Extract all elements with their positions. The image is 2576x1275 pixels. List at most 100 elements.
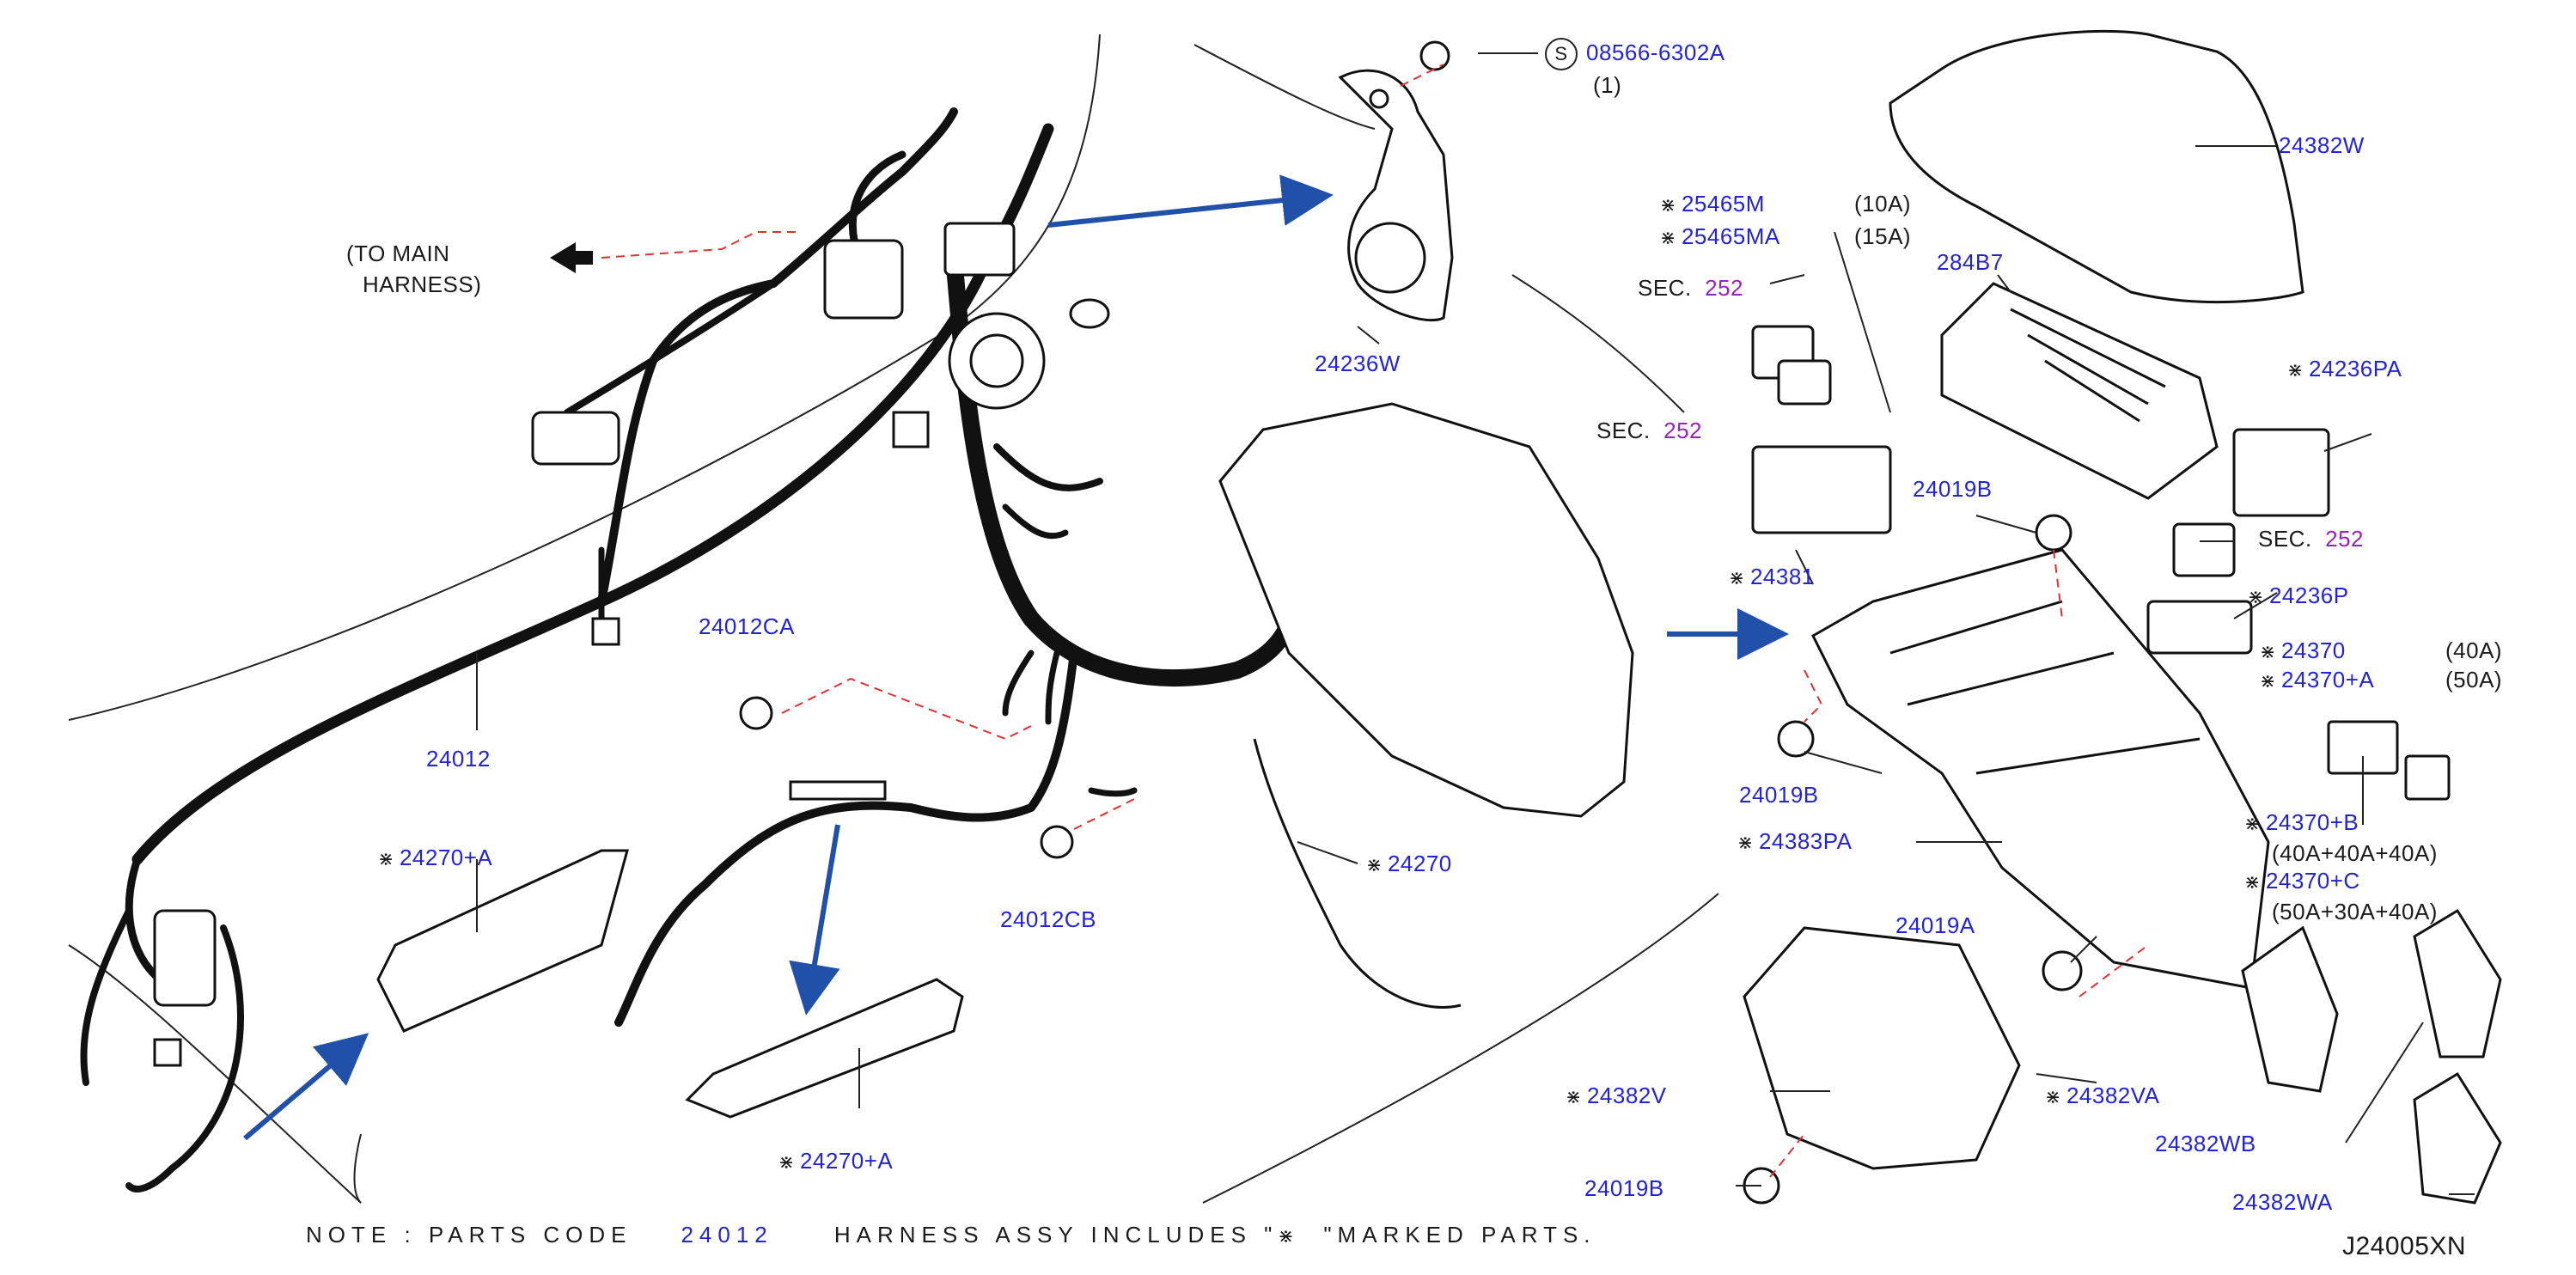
part-label-24236PA[interactable]: ⋇24236PA bbox=[2287, 357, 2402, 381]
part-label-25465MA[interactable]: ⋇25465MA bbox=[1660, 225, 1780, 248]
to-main-harness-label-line2: HARNESS) bbox=[363, 271, 482, 297]
part-number-24019A[interactable]: 24019A bbox=[1895, 912, 1975, 938]
reference-mark-icon: ⋇ bbox=[1737, 833, 1754, 854]
note-middle: HARNESS ASSY INCLUDES " bbox=[833, 1222, 1279, 1248]
section-ref-label: SEC. bbox=[1596, 418, 1651, 443]
body-panel-outline bbox=[68, 34, 1719, 1204]
arrow-to-bracket bbox=[1047, 174, 1334, 228]
part-label-24381[interactable]: ⋇24381 bbox=[1729, 565, 1815, 589]
wire-harness bbox=[80, 107, 1306, 1193]
protector-24270A-drawings bbox=[376, 849, 964, 1119]
reference-mark-icon: ⋇ bbox=[378, 849, 394, 870]
fuse-block-284B7-drawing bbox=[1940, 282, 2219, 500]
to-main-harness-arrow bbox=[550, 242, 593, 273]
amperage-24370C: (50A+30A+40A) bbox=[2272, 899, 2438, 924]
amperage-24370B: (40A+40A+40A) bbox=[2272, 840, 2438, 866]
amperage-24370: (40A) bbox=[2445, 638, 2503, 663]
relay-box-24270-drawing bbox=[1218, 402, 1634, 1009]
part-number-24370B[interactable]: 24370+B bbox=[2265, 809, 2359, 835]
reference-mark-icon: ⋇ bbox=[1566, 1087, 1582, 1108]
part-number-24012[interactable]: 24012 bbox=[426, 746, 491, 772]
part-number-24236P[interactable]: 24236P bbox=[2268, 583, 2349, 608]
part-number-24381[interactable]: 24381 bbox=[1749, 564, 1815, 589]
lower-cover-drawings bbox=[1743, 908, 2502, 1205]
section-ref-label: SEC. bbox=[1638, 275, 1692, 301]
part-number-24270A-bottom[interactable]: 24270+A bbox=[799, 1148, 894, 1174]
note-suffix: "MARKED PARTS. bbox=[1323, 1222, 1596, 1248]
part-label-08566-6302A[interactable]: S 08566-6302A bbox=[1545, 38, 1725, 70]
reference-mark-icon: ⋇ bbox=[1366, 855, 1383, 876]
bracket-24236W-drawing bbox=[1338, 69, 1454, 322]
part-number-24382VA[interactable]: 24382VA bbox=[2066, 1083, 2160, 1108]
reference-mark-icon: ⋇ bbox=[1729, 568, 1745, 589]
section-ref-1[interactable]: SEC. 252 bbox=[1638, 277, 1743, 299]
part-number-25465MA[interactable]: 25465MA bbox=[1681, 223, 1780, 249]
part-number-24382WB[interactable]: 24382WB bbox=[2155, 1131, 2256, 1156]
part-label-25465M[interactable]: ⋇25465M bbox=[1660, 192, 1765, 216]
part-label-24270A-top[interactable]: ⋇24270+A bbox=[378, 846, 492, 869]
section-ref-number[interactable]: 252 bbox=[1663, 418, 1703, 443]
part-label-24270[interactable]: ⋇24270 bbox=[1366, 852, 1452, 875]
part-label-24382V[interactable]: ⋇24382V bbox=[1566, 1084, 1667, 1107]
fuse-box-body-24383PA-drawing bbox=[1811, 548, 2270, 990]
leader-lines bbox=[476, 52, 2475, 1195]
part-number-24019B-top[interactable]: 24019B bbox=[1913, 476, 1993, 502]
part-label-24370C[interactable]: ⋇24370+C bbox=[2244, 869, 2360, 893]
part-number-24019B-mid[interactable]: 24019B bbox=[1739, 782, 1819, 808]
section-ref-2[interactable]: SEC. 252 bbox=[1596, 419, 1702, 442]
part-number-24382W[interactable]: 24382W bbox=[2279, 132, 2365, 158]
reference-mark-icon: ⋇ bbox=[2244, 814, 2261, 835]
reference-mark-icon: ⋇ bbox=[1278, 1226, 1294, 1248]
amperage-25465MA: (15A) bbox=[1854, 223, 1912, 249]
part-number-25465M[interactable]: 25465M bbox=[1681, 191, 1765, 217]
reference-mark-icon: ⋇ bbox=[2248, 587, 2264, 608]
part-number-24383PA[interactable]: 24383PA bbox=[1758, 828, 1853, 854]
part-number-08566-6302A[interactable]: 08566-6302A bbox=[1586, 39, 1725, 65]
part-number-24270[interactable]: 24270 bbox=[1387, 851, 1452, 876]
arrow-to-protector-top bbox=[243, 1033, 369, 1141]
reference-mark-icon: ⋇ bbox=[2045, 1087, 2061, 1108]
part-number-24236PA[interactable]: 24236PA bbox=[2308, 356, 2402, 381]
assembly-dash-lines bbox=[601, 64, 2149, 1178]
part-number-24382WA[interactable]: 24382WA bbox=[2232, 1189, 2333, 1215]
harness-components bbox=[153, 222, 1110, 1067]
part-label-24383PA[interactable]: ⋇24383PA bbox=[1737, 830, 1853, 853]
part-label-24370B[interactable]: ⋇24370+B bbox=[2244, 811, 2359, 834]
part-label-24270A-bottom[interactable]: ⋇24270+A bbox=[778, 1150, 893, 1173]
parts-note: NOTE : PARTS CODE 24012 HARNESS ASSY INC… bbox=[306, 1223, 1596, 1247]
direction-arrows bbox=[243, 174, 1789, 1141]
part-number-24012CB[interactable]: 24012CB bbox=[1000, 906, 1096, 932]
section-ref-number[interactable]: 252 bbox=[2325, 526, 2365, 552]
part-label-24236P[interactable]: ⋇24236P bbox=[2248, 584, 2349, 607]
part-number-24019B-bottom[interactable]: 24019B bbox=[1584, 1175, 1664, 1201]
part-number-284B7[interactable]: 284B7 bbox=[1937, 249, 2004, 275]
part-label-24370A[interactable]: ⋇24370+A bbox=[2260, 668, 2374, 692]
reference-mark-icon: ⋇ bbox=[2287, 360, 2304, 381]
section-ref-3[interactable]: SEC. 252 bbox=[2258, 528, 2364, 550]
reference-mark-icon: ⋇ bbox=[2260, 671, 2276, 692]
part-number-24370C[interactable]: 24370+C bbox=[2265, 868, 2360, 894]
part-label-24370[interactable]: ⋇24370 bbox=[2260, 639, 2346, 662]
part-label-24382VA[interactable]: ⋇24382VA bbox=[2045, 1084, 2160, 1107]
part-number-24370[interactable]: 24370 bbox=[2280, 638, 2346, 663]
part-number-24270A-top[interactable]: 24270+A bbox=[399, 845, 493, 870]
s-circle-icon: S bbox=[1545, 38, 1578, 70]
part-number-24382V[interactable]: 24382V bbox=[1586, 1083, 1667, 1108]
amperage-25465M: (10A) bbox=[1854, 191, 1912, 217]
amperage-24370A: (50A) bbox=[2445, 667, 2503, 692]
arrow-to-protector-bottom bbox=[789, 824, 840, 1016]
note-parts-code[interactable]: 24012 bbox=[681, 1222, 773, 1248]
part-number-24012CA[interactable]: 24012CA bbox=[699, 613, 795, 639]
part-number-24236W[interactable]: 24236W bbox=[1315, 351, 1401, 376]
section-ref-number[interactable]: 252 bbox=[1705, 275, 1744, 301]
relay-parts bbox=[739, 40, 2451, 1205]
reference-mark-icon: ⋇ bbox=[2244, 872, 2261, 894]
fuse-box-cover-24382W-drawing bbox=[1889, 29, 2304, 304]
reference-mark-icon: ⋇ bbox=[778, 1152, 795, 1174]
part-qty-08566: (1) bbox=[1593, 72, 1622, 98]
reference-mark-icon: ⋇ bbox=[1660, 228, 1676, 249]
part-number-24370A[interactable]: 24370+A bbox=[2280, 667, 2375, 692]
note-prefix: NOTE : PARTS CODE bbox=[306, 1222, 632, 1248]
to-main-harness-label-line1: (TO MAIN bbox=[346, 241, 450, 266]
